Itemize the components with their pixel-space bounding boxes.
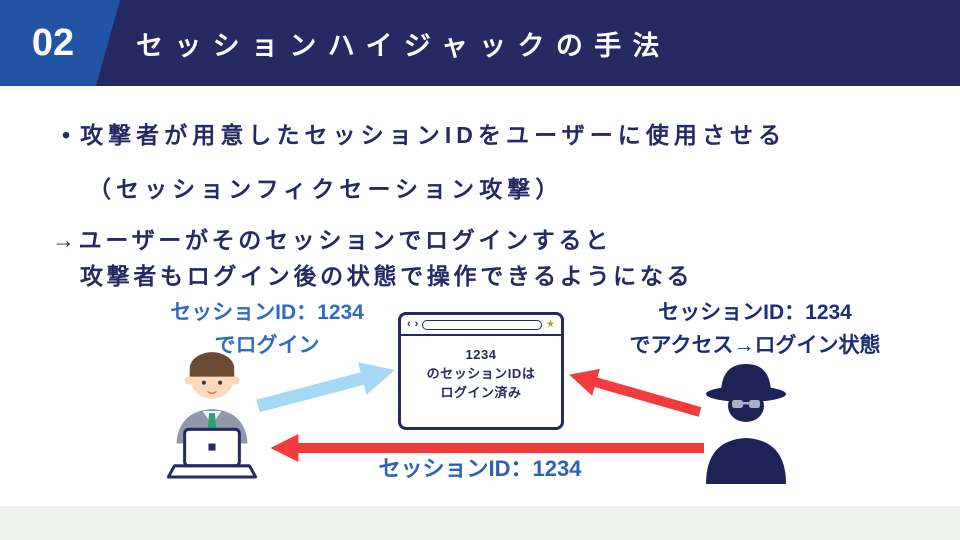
- user-icon: [166, 352, 258, 479]
- forward-icon: ›: [414, 318, 419, 330]
- attacker-session-label-line2: でアクセス→ログイン状態: [629, 334, 881, 357]
- browser-content-line1: 1234: [465, 347, 497, 362]
- header-band: 02 セッションハイジャックの手法: [0, 0, 960, 86]
- explanation-line-1: →ユーザーがそのセッションでログインすると: [52, 227, 612, 253]
- bottom-arrow-label: セッションID：1234: [378, 456, 582, 481]
- browser-toolbar: ‹ › ★: [401, 315, 561, 336]
- page-title: セッションハイジャックの手法: [136, 30, 671, 61]
- star-icon: ★: [546, 318, 555, 330]
- user-session-label-line2: でログイン: [214, 334, 320, 357]
- bullet-dot: •: [62, 122, 71, 148]
- browser-content: 1234 のセッションIDは ログイン済み: [401, 336, 561, 402]
- slide-number: 02: [31, 21, 75, 64]
- content-area: • 攻撃者が用意したセッションIDをユーザーに使用させる （セッションフィクセーシ…: [0, 86, 960, 506]
- attacker-session-label-line1: セッションID：1234: [658, 301, 852, 324]
- user-session-label-line1: セッションID：1234: [170, 301, 364, 324]
- user-session-label: セッションID：1234 でログイン: [136, 296, 398, 362]
- red-arrow-attacker-to-browser: [569, 368, 702, 417]
- bullet-main-text: 攻撃者が用意したセッションIDをユーザーに使用させる: [80, 122, 787, 148]
- browser-window: ‹ › ★ 1234 のセッションIDは ログイン済み: [398, 312, 564, 430]
- address-bar: [422, 319, 543, 330]
- footer-strip: [0, 506, 960, 540]
- browser-content-line2: のセッションIDは: [426, 366, 536, 381]
- explanation-line-2: 攻撃者もログイン後の状態で操作できるようになる: [80, 263, 694, 289]
- back-icon: ‹: [407, 318, 411, 330]
- slide-number-badge: 02: [0, 0, 120, 86]
- attacker-icon: [706, 364, 786, 484]
- bullet-line-main: • 攻撃者が用意したセッションIDをユーザーに使用させる: [62, 116, 786, 150]
- attacker-session-label: セッションID：1234 でアクセス→ログイン状態: [592, 296, 918, 362]
- blue-arrow-user-to-browser: [256, 362, 395, 413]
- bullet-line-sub: （セッションフィクセーション攻撃）: [88, 176, 564, 202]
- browser-content-line3: ログイン済み: [440, 385, 522, 400]
